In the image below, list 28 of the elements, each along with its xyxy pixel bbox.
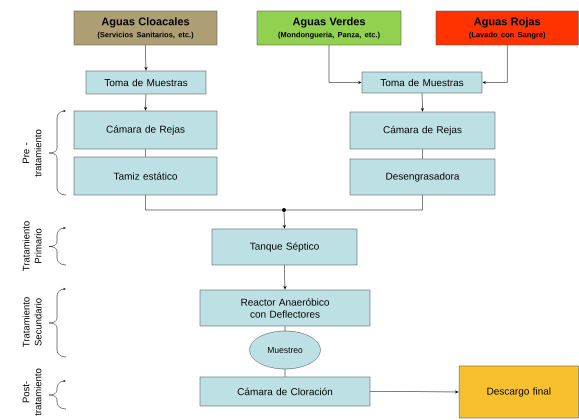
arrow: [482, 45, 508, 84]
arrow: [144, 94, 148, 110]
arrow: [284, 265, 286, 290]
stage-label: Post- tratamiento: [22, 368, 42, 416]
stage-label: Pre - tratamiento: [22, 130, 42, 177]
process-box: Reactor Anaeróbico con Deflectores: [200, 290, 370, 326]
connector-line: [145, 149, 146, 157]
connector-line: [286, 195, 423, 210]
arrow: [421, 93, 424, 112]
process-box: Desengrasadora: [350, 158, 496, 196]
final-box: Descargo final: [458, 366, 579, 418]
arrow: [144, 45, 148, 70]
arrow: [370, 390, 458, 394]
connector-line: [284, 369, 286, 377]
process-box: Cámara de Rejas: [74, 110, 218, 150]
process-box: Tanque Séptico: [212, 228, 358, 266]
process-box: Tamiz estático: [74, 156, 218, 196]
process-box: Cámara de Rejas: [350, 112, 496, 150]
process-box: Toma de Muestras: [362, 72, 482, 94]
connector-line: [284, 326, 286, 331]
stage-label: Tratamiento Secundario: [22, 297, 42, 347]
process-box: Cámara de Cloración: [200, 376, 370, 406]
stage-label: Tratamiento Primario: [22, 221, 42, 271]
connector-line: [422, 149, 423, 159]
connector-line: [145, 195, 282, 210]
arrow: [328, 45, 362, 84]
arrow: [283, 212, 286, 228]
process-box: Toma de Muestras: [86, 70, 206, 94]
